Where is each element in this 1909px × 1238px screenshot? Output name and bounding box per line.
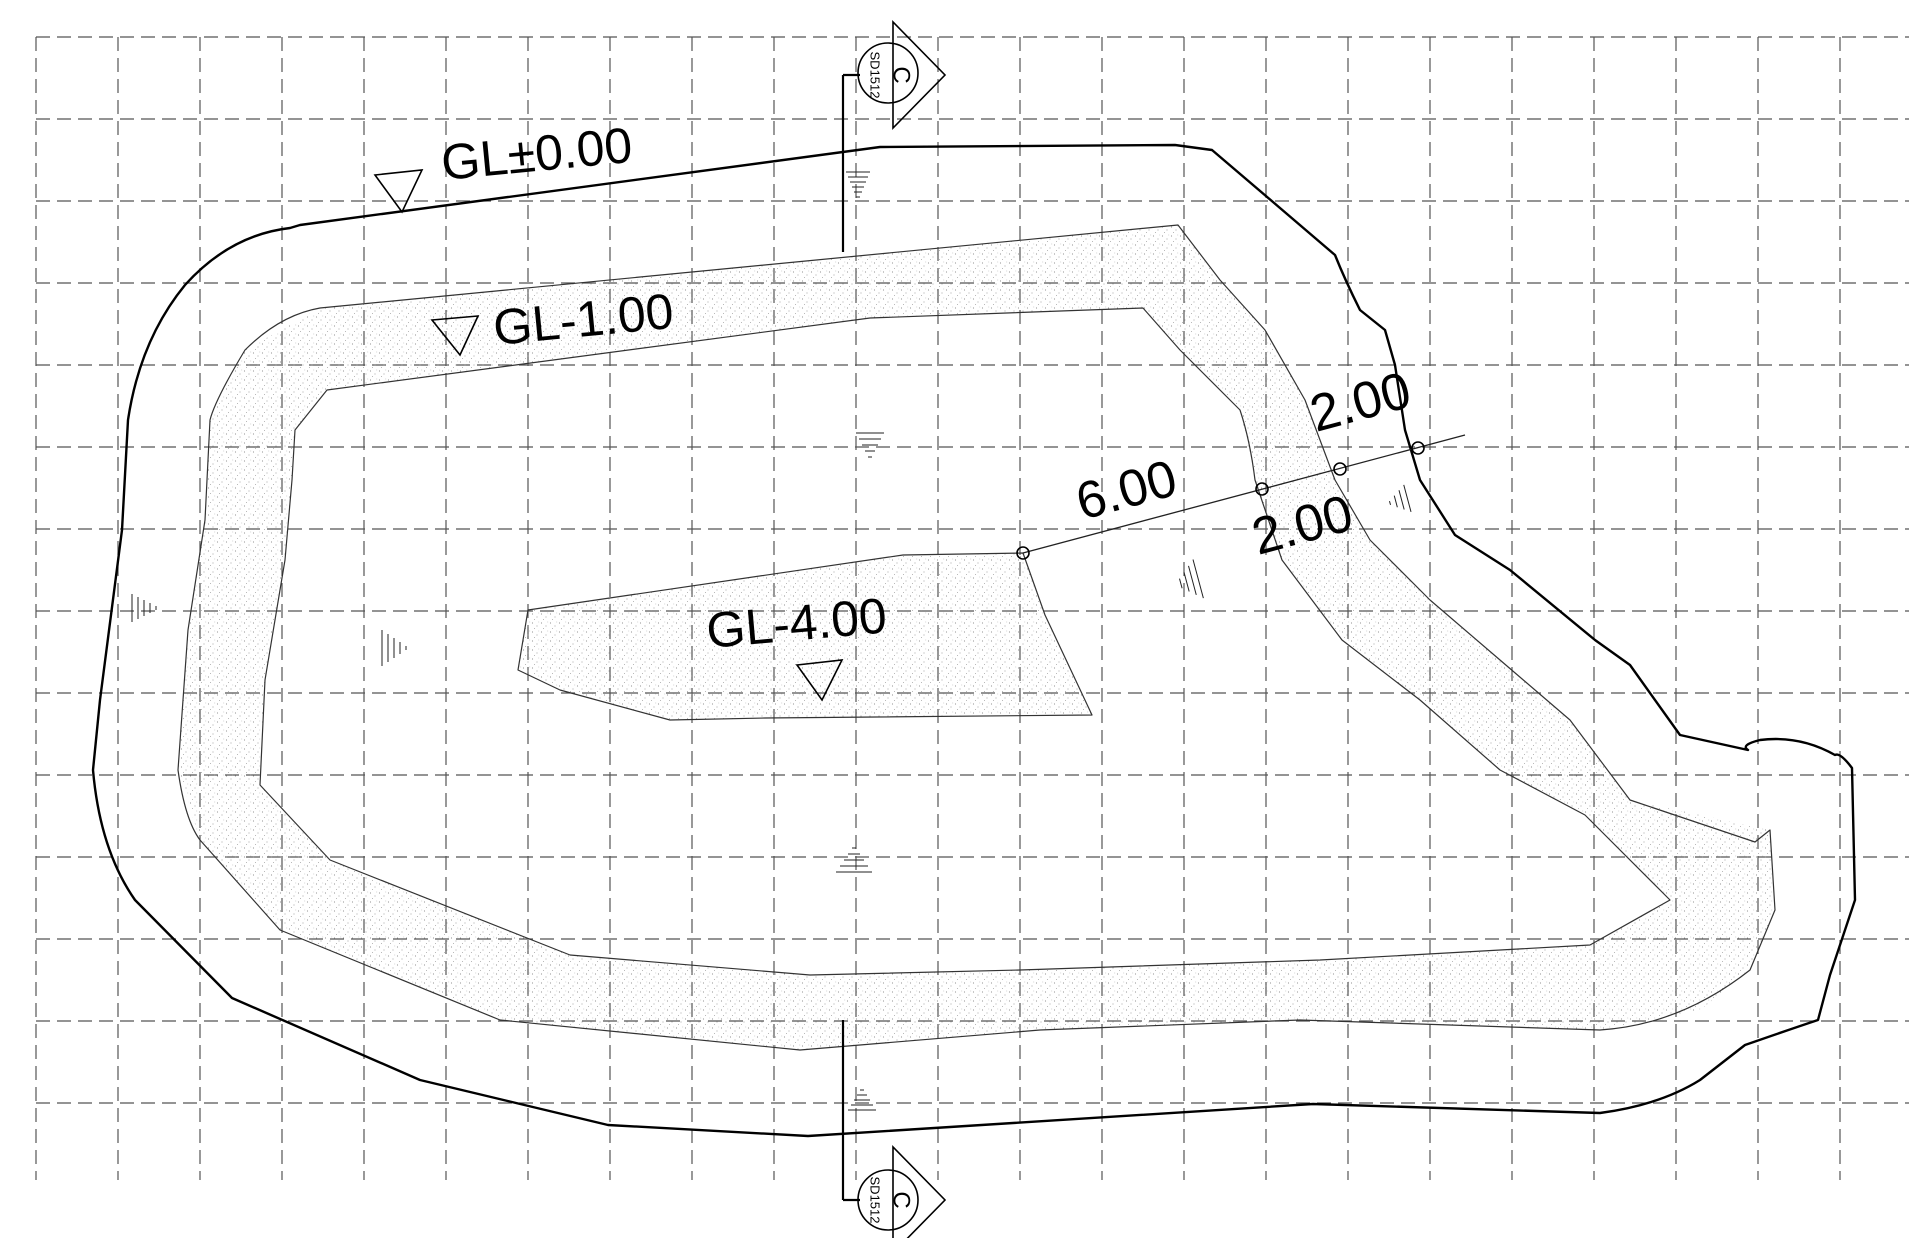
slope-hatch-bottom-icon [836,847,872,873]
slope-hatch-center-icon [856,432,884,458]
section-cut-line [841,73,860,1202]
level-marker-gl-0-icon [373,169,424,214]
dimension-label-6: 6.00 [1070,449,1183,531]
section-marker-bottom-letter: C [888,1191,915,1208]
contour-gl-0 [91,143,1857,1138]
slope-band-upper [178,225,1775,1050]
level-marker-gl-4-icon [795,659,844,702]
section-marker-top-sheet: SD1512 [868,52,883,99]
slope-hatch-left-outer-icon [131,594,157,622]
dimension-line [1016,434,1466,560]
level-label-gl-0: GL±0.00 [439,117,635,191]
slope-hatch-lower-icon [848,1089,876,1111]
level-marker-gl-1-icon [430,315,480,357]
slope-hatch-left-inner-icon [381,630,407,666]
section-marker-top-letter: C [888,66,915,83]
section-marker-top: C SD1512 [857,20,947,130]
slope-hatch-right-inner-icon [1179,559,1204,599]
slope-hatch-top-icon [846,171,870,198]
section-marker-bottom-sheet: SD1512 [868,1177,883,1224]
pit-floor-fill [518,553,1092,720]
contour-gl-4 [517,552,1093,721]
slope-hatch-right-outer-icon [1388,484,1412,512]
contour-gl-1-inner [259,307,1671,976]
section-marker-bottom: C SD1512 [857,1145,947,1238]
dimension-label-2-upper: 2.00 [1304,361,1417,443]
